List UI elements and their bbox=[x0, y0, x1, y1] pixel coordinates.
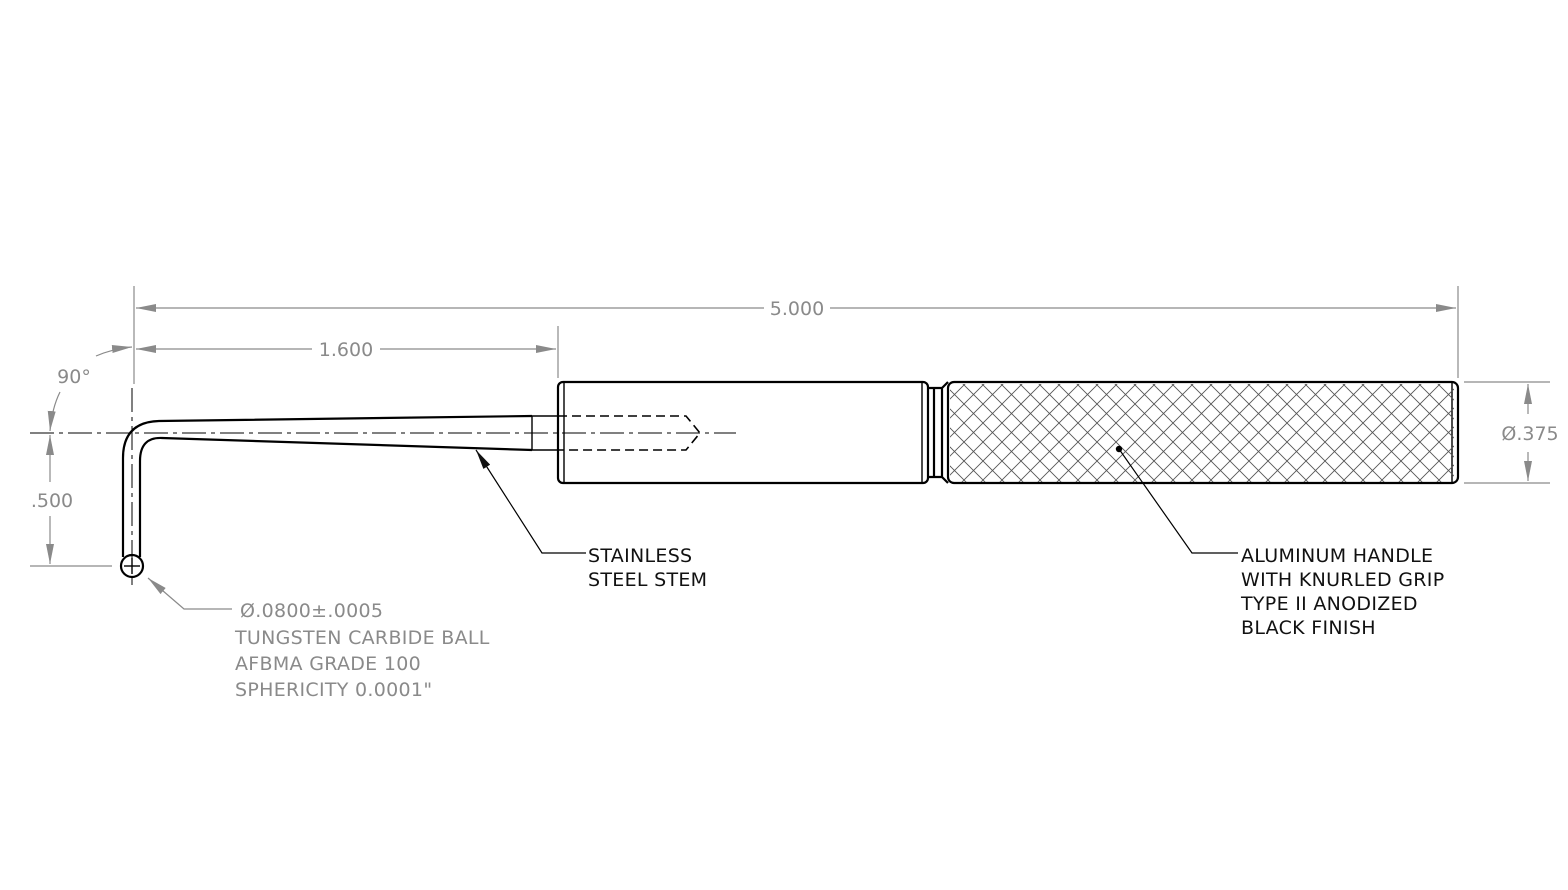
knurl-hatch-line bbox=[1340, 384, 1443, 482]
stem-leader bbox=[475, 449, 586, 554]
knurl-hatch-line bbox=[950, 384, 968, 482]
knurl-hatch-line bbox=[1378, 384, 1454, 482]
knurl-hatch-line bbox=[1055, 384, 1158, 482]
knurl-hatch-line bbox=[1074, 384, 1177, 482]
dim-bend-angle: 90° bbox=[57, 366, 91, 388]
knurl-hatch-line bbox=[1036, 384, 1139, 482]
knurl-hatch-line bbox=[1017, 384, 1120, 482]
handle-note-line-2: WITH KNURLED GRIP bbox=[1241, 569, 1444, 591]
knurl-hatch-line bbox=[950, 384, 987, 482]
knurl-hatch-line bbox=[979, 384, 1082, 482]
ball-note-line-4: SPHERICITY 0.0001" bbox=[235, 679, 432, 701]
knurl-hatch-line bbox=[998, 384, 1101, 482]
knurl-hatch-line bbox=[847, 382, 948, 483]
dim-handle-diameter: Ø.375 bbox=[1501, 423, 1558, 445]
dim-angle-arc-top bbox=[95, 345, 133, 357]
handle-note-line-1: ALUMINUM HANDLE bbox=[1241, 545, 1433, 567]
stem-note-line-1: STAINLESS bbox=[588, 545, 692, 567]
knurl-pattern bbox=[847, 382, 1454, 483]
knurl-hatch-line bbox=[1150, 384, 1253, 482]
handle-note-line-3: TYPE II ANODIZED bbox=[1240, 593, 1418, 615]
handle-body bbox=[556, 380, 930, 485]
knurl-hatch-line bbox=[1093, 384, 1196, 482]
hook-stem-outline bbox=[121, 414, 533, 557]
knurl-hatch-line bbox=[1397, 384, 1454, 482]
knurl-hatch-line bbox=[950, 384, 1044, 482]
dim-angle-arc-left bbox=[47, 391, 61, 432]
knurl-hatch-line bbox=[1435, 384, 1454, 482]
ball-note-line-1: Ø.0800±.0005 bbox=[240, 600, 383, 622]
hidden-bore bbox=[558, 415, 702, 451]
ball-note-line-3: AFBMA GRADE 100 bbox=[235, 653, 421, 675]
handle-leader-dot bbox=[1115, 445, 1123, 453]
knurl-hatch-line bbox=[1112, 384, 1215, 482]
knurl-hatch-line bbox=[847, 382, 948, 483]
knurl-hatch-line bbox=[950, 384, 1006, 482]
handle-groove bbox=[928, 381, 949, 484]
dim-overall-length: 5.000 bbox=[770, 298, 824, 320]
ball-note-line-2: TUNGSTEN CARBIDE BALL bbox=[234, 627, 490, 649]
knurl-hatch-line bbox=[960, 384, 1063, 482]
knurl-hatch-line bbox=[1169, 384, 1272, 482]
dimensions: 5.000 1.600 90° .500 Ø.375 bbox=[30, 286, 1559, 567]
knurl-hatch-line bbox=[1226, 384, 1329, 482]
knurl-hatch-line bbox=[1302, 384, 1405, 482]
hook-stem-inner-outline bbox=[138, 436, 533, 557]
handle-leader bbox=[1118, 448, 1238, 554]
knurl-hatch-line bbox=[1283, 384, 1386, 482]
knurl-hatch-line bbox=[1359, 384, 1454, 482]
part-geometry bbox=[30, 380, 1460, 585]
stem-note-line-2: STEEL STEM bbox=[588, 569, 707, 591]
knurl-hatch-line bbox=[1321, 384, 1424, 482]
knurl-hatch-line bbox=[1188, 384, 1291, 482]
knurl-hatch-line bbox=[1245, 384, 1348, 482]
knurl-hatch-line bbox=[1416, 384, 1454, 482]
dim-hook-length: 1.600 bbox=[319, 339, 373, 361]
dim-drop-height: .500 bbox=[31, 490, 73, 512]
knurled-grip bbox=[946, 380, 1460, 485]
ball-leader bbox=[147, 577, 232, 610]
callouts: STAINLESS STEEL STEM ALUMINUM HANDLE WIT… bbox=[147, 445, 1444, 701]
knurl-hatch-line bbox=[1435, 384, 1454, 482]
knurl-hatch-line bbox=[950, 384, 987, 482]
knurl-hatch-line bbox=[1131, 384, 1234, 482]
knurl-hatch-line bbox=[1264, 384, 1367, 482]
knurl-hatch-line bbox=[950, 384, 968, 482]
knurl-hatch-line bbox=[1416, 384, 1454, 482]
knurl-hatch-line bbox=[950, 384, 1025, 482]
handle-note-line-4: BLACK FINISH bbox=[1241, 617, 1376, 639]
knurl-hatch-line bbox=[1207, 384, 1310, 482]
